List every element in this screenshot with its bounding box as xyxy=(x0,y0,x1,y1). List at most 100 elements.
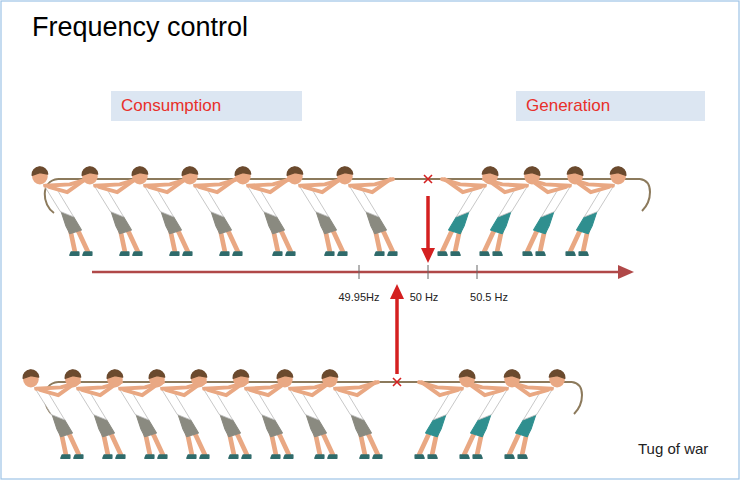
person-shoe xyxy=(271,455,280,458)
person-shoe xyxy=(493,252,502,255)
person-hair xyxy=(233,370,249,378)
person-shoe xyxy=(523,252,532,255)
person-shoe xyxy=(133,252,142,255)
person-hair xyxy=(337,167,353,175)
axis-value: 50.5 Hz xyxy=(470,291,508,303)
person-hair xyxy=(287,167,303,175)
tug-of-war-person xyxy=(322,370,382,458)
person-shoe xyxy=(103,455,112,458)
person-shoe xyxy=(242,455,251,458)
person-shoe xyxy=(183,252,192,255)
tug-of-war-person xyxy=(191,370,251,458)
person-hair xyxy=(235,167,251,175)
person-arm xyxy=(509,382,552,389)
person-shoe xyxy=(480,252,489,255)
label-box: Consumption xyxy=(111,91,302,121)
label-box: Generation xyxy=(516,91,705,121)
person-hair xyxy=(549,370,565,378)
person-arm xyxy=(335,382,378,389)
person-hair xyxy=(65,370,81,378)
axis-value: 50 Hz xyxy=(410,291,439,303)
person-shoe xyxy=(388,252,397,255)
person-shoe xyxy=(284,455,293,458)
tug-of-war-person xyxy=(182,167,242,255)
person-shoe xyxy=(328,455,337,458)
box-label: Generation xyxy=(526,96,610,116)
person-arm xyxy=(570,179,613,186)
person-arm xyxy=(95,179,138,186)
person-shoe xyxy=(566,252,575,255)
tug-of-war-person xyxy=(233,370,293,458)
person-arm xyxy=(464,382,507,389)
rope-end xyxy=(640,179,650,211)
person-arm xyxy=(442,179,485,186)
person-shoe xyxy=(373,455,382,458)
tug-of-war-person xyxy=(505,370,565,458)
person-shoe xyxy=(505,455,514,458)
person-shoe xyxy=(220,252,229,255)
person-shoe xyxy=(229,455,238,458)
tug-of-war-person xyxy=(337,167,397,255)
person-hair xyxy=(504,370,520,378)
person-shoe xyxy=(579,252,588,255)
person-shoe xyxy=(360,455,369,458)
person-shoe xyxy=(315,455,324,458)
person-arm xyxy=(248,179,291,186)
tug-of-war-illustration xyxy=(23,167,650,458)
axis-tick xyxy=(359,265,360,279)
person-shoe xyxy=(61,455,70,458)
person-shoe xyxy=(145,455,154,458)
person-arm xyxy=(145,179,188,186)
person-shoe xyxy=(70,252,79,255)
person-shoe xyxy=(187,455,196,458)
person-shoe xyxy=(233,252,242,255)
axis-tick xyxy=(477,265,478,279)
person-hair xyxy=(149,370,165,378)
person-shoe xyxy=(451,252,460,255)
person-shoe xyxy=(286,252,295,255)
person-hair xyxy=(32,167,48,175)
person-shoe xyxy=(74,455,83,458)
person-hair xyxy=(482,167,498,175)
person-hair xyxy=(107,370,123,378)
person-shoe xyxy=(438,252,447,255)
person-hair xyxy=(191,370,207,378)
frequency-axis xyxy=(92,271,622,274)
person-arm xyxy=(484,179,527,186)
person-arm xyxy=(419,382,462,389)
pointer-arrow xyxy=(426,196,430,250)
person-arm xyxy=(527,179,570,186)
person-hair xyxy=(182,167,198,175)
person-hair xyxy=(322,370,338,378)
slide-title: Frequency control xyxy=(32,12,248,43)
tug-of-war-person xyxy=(566,167,626,255)
person-arm xyxy=(195,179,238,186)
person-shoe xyxy=(83,252,92,255)
person-arm xyxy=(350,179,393,186)
person-shoe xyxy=(536,252,545,255)
person-arm xyxy=(300,179,343,186)
person-shoe xyxy=(120,252,129,255)
person-shoe xyxy=(375,252,384,255)
tug-of-war-person xyxy=(107,370,167,458)
person-hair xyxy=(524,167,540,175)
rope xyxy=(58,381,572,383)
rope-marker xyxy=(424,175,432,183)
person-shoe xyxy=(428,455,437,458)
person-shoe xyxy=(518,455,527,458)
tug-of-war-person xyxy=(23,370,83,458)
caption-note: Tug of war xyxy=(638,440,708,457)
tug-of-war-person xyxy=(277,370,337,458)
pointer-arrowhead xyxy=(390,284,404,299)
person-shoe xyxy=(338,252,347,255)
person-shoe xyxy=(473,455,482,458)
person-hair xyxy=(82,167,98,175)
box-label: Consumption xyxy=(121,96,221,116)
person-hair xyxy=(567,167,583,175)
person-shoe xyxy=(415,455,424,458)
person-hair xyxy=(23,370,39,378)
person-shoe xyxy=(460,455,469,458)
person-arm xyxy=(45,179,88,186)
